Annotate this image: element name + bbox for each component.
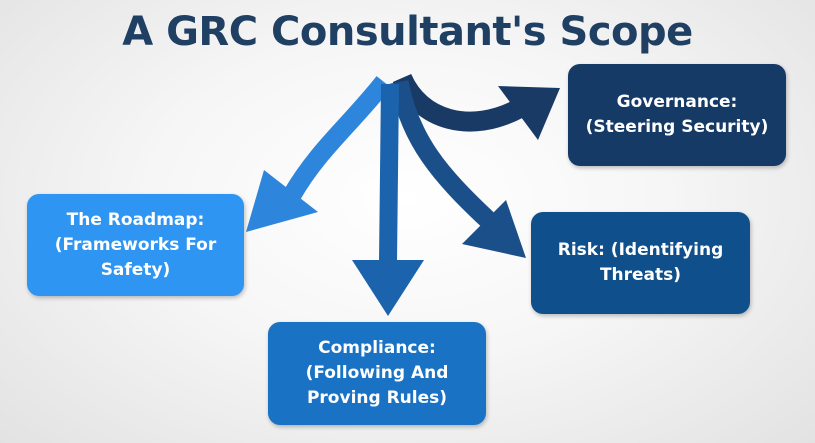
- roadmap-description-line1: (Frameworks For: [54, 234, 217, 255]
- arrow-to-compliance: [352, 83, 424, 316]
- risk-label: Risk: (Identifying: [557, 240, 724, 260]
- roadmap-description-line2: Safety): [100, 259, 171, 280]
- risk-description: Threats): [599, 265, 682, 285]
- risk-box: Risk: (Identifying Threats): [531, 212, 750, 314]
- compliance-description-line1: (Following And: [305, 363, 449, 383]
- roadmap-label: The Roadmap:: [66, 209, 205, 230]
- governance-box: Governance: (Steering Security): [568, 64, 786, 166]
- governance-label: Governance:: [616, 92, 738, 112]
- compliance-label: Compliance:: [318, 338, 436, 358]
- arrow-to-risk: [389, 80, 526, 258]
- roadmap-box: The Roadmap: (Frameworks For Safety): [27, 194, 244, 296]
- compliance-description-line2: Proving Rules): [306, 388, 448, 408]
- arrow-to-governance: [392, 73, 560, 140]
- arrow-to-roadmap: [246, 76, 392, 232]
- governance-description: (Steering Security): [585, 117, 769, 137]
- diagram-title: A GRC Consultant's Scope: [122, 9, 693, 55]
- compliance-box: Compliance: (Following And Proving Rules…: [268, 322, 486, 425]
